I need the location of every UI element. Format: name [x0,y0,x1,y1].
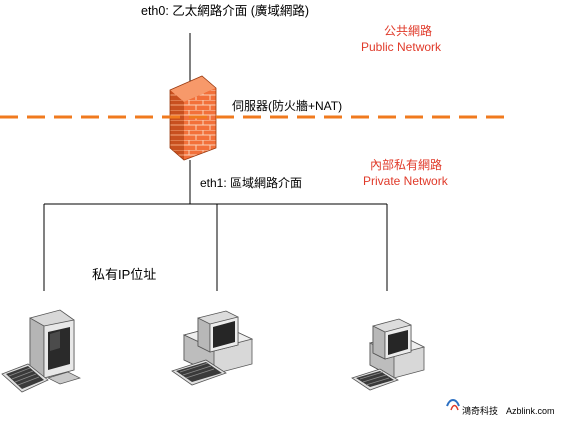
crt-computer-icon [1,309,81,393]
public-network-label-zh: 公共網路 [384,24,433,38]
private-network-label-en: Private Network [363,174,448,188]
private-ip-label: 私有IP位址 [92,267,157,282]
server-label: 伺服器(防火牆+NAT) [232,99,343,113]
public-network-label-en: Public Network [361,40,442,54]
lan-interface-label: eth1: 區域網路介面 [200,176,303,190]
wan-interface-label: eth0: 乙太網路介面 (廣域網路) [141,4,310,18]
private-network-label-zh: 內部私有網路 [370,158,443,172]
desktop-computer-icon [171,310,254,386]
desktop-computer-icon [351,318,426,391]
brand-site: Azblink.com [506,406,555,416]
brand-company: 鴻奇科技 [462,406,499,416]
brand-logo-icon [446,399,460,411]
